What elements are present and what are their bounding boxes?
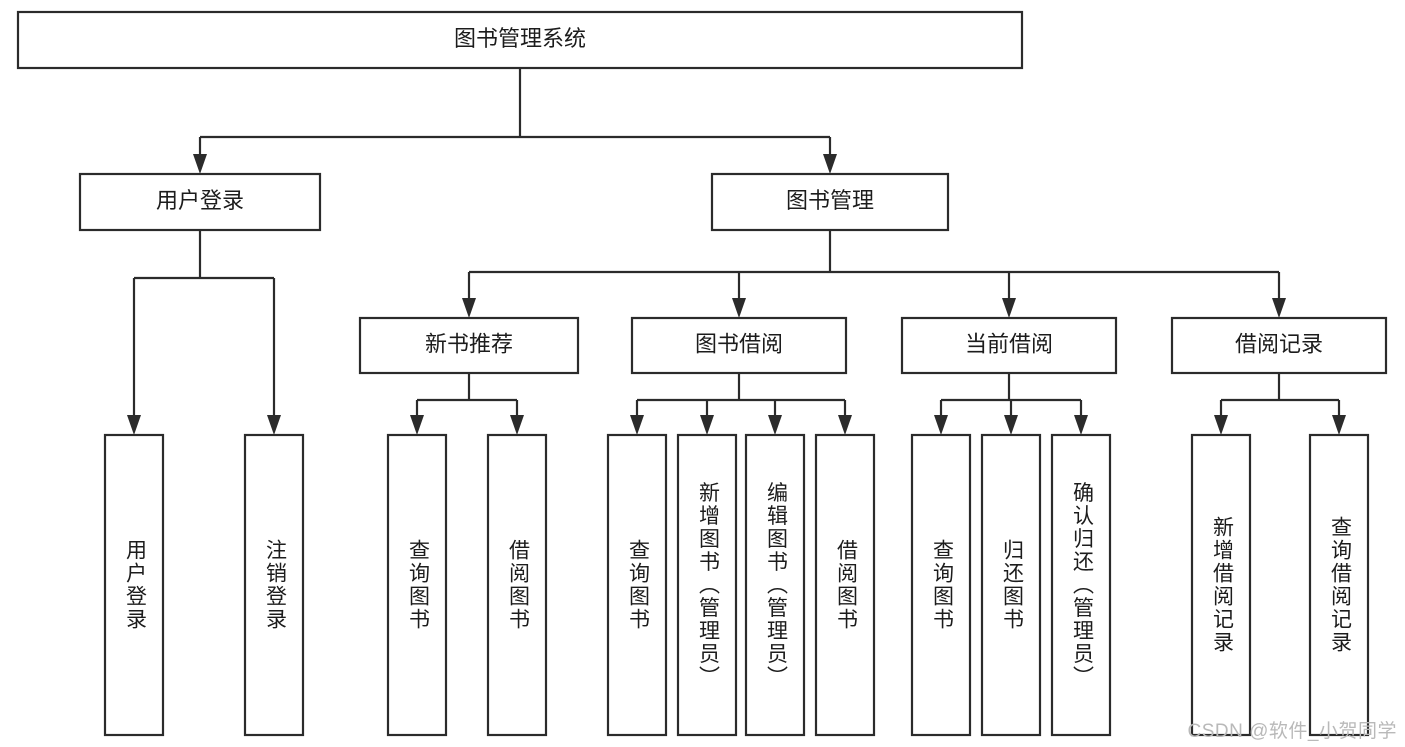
node-label: 图书借阅 — [695, 331, 783, 356]
node-label: 归还图书 — [1000, 539, 1024, 631]
csdn-watermark: CSDN @软件_小贺同学 — [1187, 721, 1397, 742]
node-box[interactable] — [103, 433, 165, 737]
arrow-head-icon — [127, 415, 141, 435]
node-label: 新增图书（管理员） — [696, 482, 720, 689]
arrow-head-icon — [462, 298, 476, 318]
arrow-head-icon — [510, 415, 524, 435]
node-label: 查询图书 — [406, 539, 430, 631]
arrow-head-icon — [193, 154, 207, 174]
connector-layer — [127, 68, 1346, 435]
node-label: 查询图书 — [626, 539, 650, 631]
arrow-head-icon — [768, 415, 782, 435]
node-label: 借阅图书 — [834, 539, 858, 631]
arrow-head-icon — [630, 415, 644, 435]
node-box[interactable] — [1170, 316, 1388, 375]
node-layer: 图书管理系统用户登录图书管理用户登录注销登录新书推荐查询图书借阅图书图书借阅查询… — [16, 10, 1388, 737]
node-label: 用户登录 — [123, 539, 147, 631]
node-label: 当前借阅 — [965, 331, 1053, 356]
node-box[interactable] — [630, 316, 848, 375]
node-box[interactable] — [910, 433, 972, 737]
node-box[interactable] — [1190, 433, 1252, 737]
node-box[interactable] — [243, 433, 305, 737]
node-box[interactable] — [486, 433, 548, 737]
node-label: 新书推荐 — [425, 331, 513, 356]
arrow-head-icon — [1074, 415, 1088, 435]
node-label: 注销登录 — [263, 539, 287, 631]
node-box[interactable] — [900, 316, 1118, 375]
node-box[interactable] — [358, 316, 580, 375]
arrow-head-icon — [267, 415, 281, 435]
node-label: 借阅图书 — [506, 539, 530, 631]
node-box[interactable] — [814, 433, 876, 737]
node-label: 查询图书 — [930, 539, 954, 631]
arrow-head-icon — [410, 415, 424, 435]
node-label: 图书管理 — [786, 188, 874, 213]
node-label: 查询借阅记录 — [1328, 516, 1352, 654]
node-box[interactable] — [78, 172, 322, 232]
arrow-head-icon — [838, 415, 852, 435]
arrow-head-icon — [1214, 415, 1228, 435]
arrow-head-icon — [700, 415, 714, 435]
arrow-head-icon — [732, 298, 746, 318]
node-box[interactable] — [1050, 433, 1112, 737]
node-box[interactable] — [710, 172, 950, 232]
node-box[interactable] — [386, 433, 448, 737]
node-label: 编辑图书（管理员） — [764, 482, 788, 689]
node-label: 图书管理系统 — [454, 26, 586, 51]
node-box[interactable] — [744, 433, 806, 737]
node-label: 确认归还（管理员） — [1070, 482, 1094, 689]
node-box[interactable] — [676, 433, 738, 737]
node-label: 用户登录 — [156, 188, 244, 213]
node-label: 借阅记录 — [1235, 331, 1323, 356]
node-box[interactable] — [1308, 433, 1370, 737]
arrow-head-icon — [1004, 415, 1018, 435]
node-box[interactable] — [606, 433, 668, 737]
node-box[interactable] — [16, 10, 1024, 70]
arrow-head-icon — [934, 415, 948, 435]
node-box[interactable] — [980, 433, 1042, 737]
arrow-head-icon — [1002, 298, 1016, 318]
arrow-head-icon — [1272, 298, 1286, 318]
node-label: 新增借阅记录 — [1210, 516, 1234, 654]
arrow-head-icon — [823, 154, 837, 174]
arrow-head-icon — [1332, 415, 1346, 435]
